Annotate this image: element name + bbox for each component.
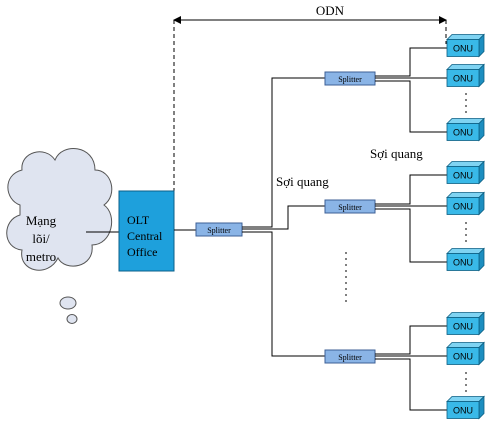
olt-label-line-2: Central bbox=[127, 229, 163, 243]
odn-label: ODN bbox=[316, 3, 345, 18]
onu-device: ONU bbox=[446, 117, 485, 142]
cloud-label-line-3: metro bbox=[26, 249, 56, 264]
onu-device: ONU bbox=[446, 247, 485, 272]
onu-devices: ONU ONU ONU ONU ONU ONU ONU ONU ONU bbox=[446, 33, 485, 420]
onu-device: ONU bbox=[446, 63, 485, 88]
onu-label: ONU bbox=[453, 352, 473, 362]
main-splitter: Splitter bbox=[195, 222, 243, 237]
olt-label-line-1: OLT bbox=[127, 213, 150, 227]
fiber-label-1: Sợi quang bbox=[276, 174, 329, 189]
splitter-group-1: Splitter bbox=[324, 47, 467, 133]
cloud-label-line-1: Mạng bbox=[26, 213, 57, 228]
feeder-fibers bbox=[242, 77, 325, 357]
onu-device: ONU bbox=[446, 160, 485, 185]
onu-device: ONU bbox=[446, 33, 485, 58]
onu-label: ONU bbox=[453, 128, 473, 138]
splitter-label: Splitter bbox=[338, 203, 362, 212]
onu-label: ONU bbox=[453, 258, 473, 268]
splitter-label: Splitter bbox=[338, 353, 362, 362]
onu-label: ONU bbox=[453, 322, 473, 332]
onu-label: ONU bbox=[453, 406, 473, 416]
fiber-label-2: Sợi quang bbox=[370, 146, 423, 161]
splitter-label: Splitter bbox=[338, 75, 362, 84]
onu-device: ONU bbox=[446, 395, 485, 420]
onu-device: ONU bbox=[446, 191, 485, 216]
onu-label: ONU bbox=[453, 44, 473, 54]
core-metro-cloud: Mạng lõi/ metro bbox=[6, 148, 113, 324]
onu-label: ONU bbox=[453, 202, 473, 212]
onu-label: ONU bbox=[453, 74, 473, 84]
odn-span: ODN bbox=[173, 3, 447, 196]
cloud-label-line-2: lõi/ bbox=[32, 231, 50, 246]
onu-label: ONU bbox=[453, 171, 473, 181]
olt-label-line-3: Office bbox=[127, 245, 157, 259]
onu-device: ONU bbox=[446, 341, 485, 366]
olt-central-office: OLT Central Office bbox=[118, 190, 175, 272]
splitter-group-2: Splitter bbox=[324, 174, 467, 263]
splitter-label: Splitter bbox=[207, 226, 231, 235]
onu-device: ONU bbox=[446, 311, 485, 336]
splitter-group-3: Splitter bbox=[324, 325, 467, 411]
